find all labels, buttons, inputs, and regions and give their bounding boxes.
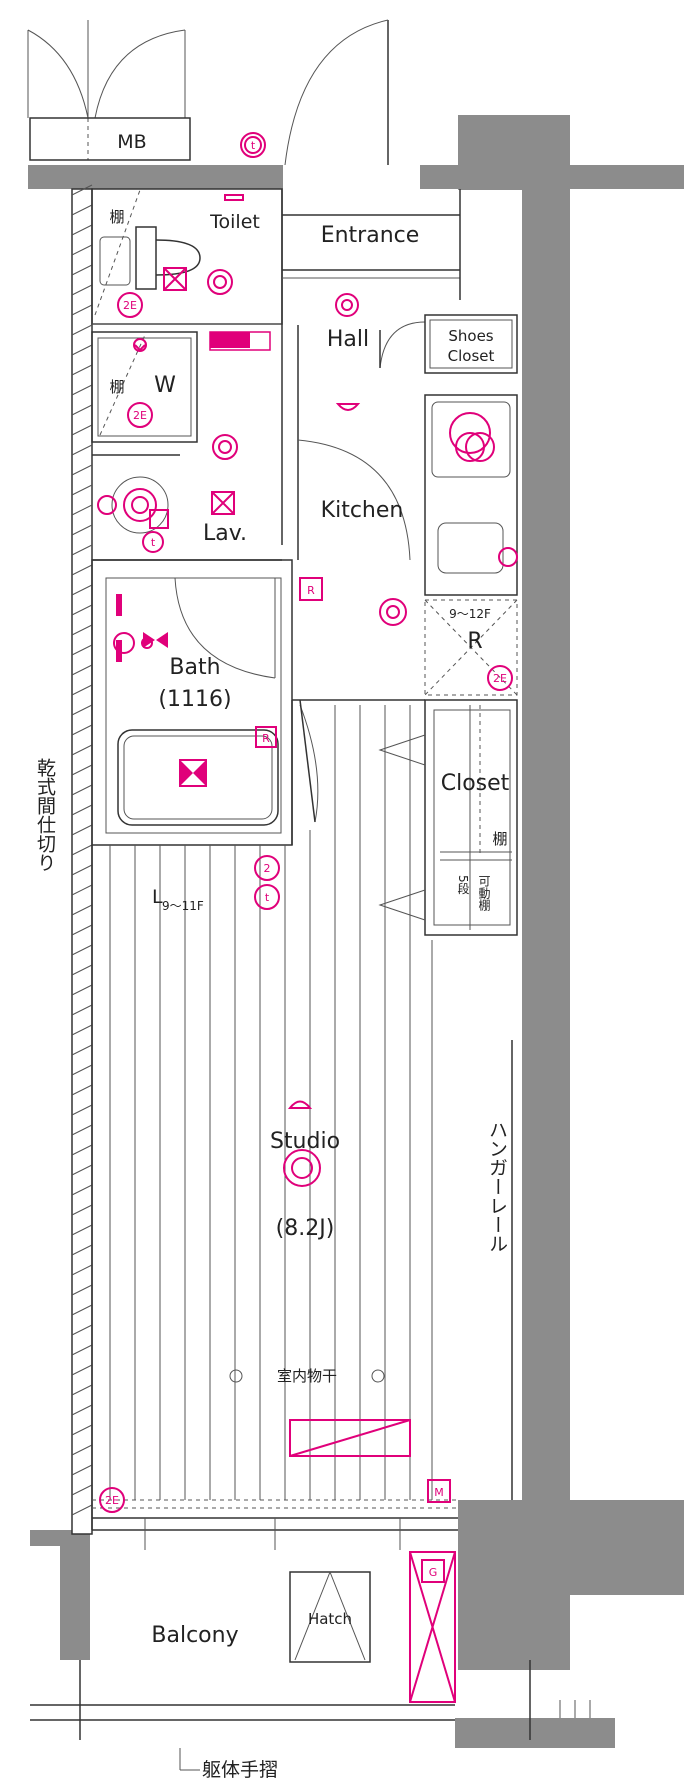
toilet-label: Toilet bbox=[209, 211, 260, 233]
window-2e-outlet: 2E bbox=[99, 1487, 125, 1513]
kitchen-r-outlet: R bbox=[299, 577, 323, 601]
fridge-label: R bbox=[467, 629, 482, 654]
svg-text:t: t bbox=[265, 891, 270, 904]
svg-text:乾式間仕切り: 乾式間仕切り bbox=[34, 758, 56, 872]
bath-label: Bath bbox=[169, 655, 220, 680]
shoes-closet-line2: Closet bbox=[448, 347, 495, 365]
svg-text:M: M bbox=[434, 1486, 444, 1499]
movable-shelf-label: 可動棚 bbox=[477, 875, 491, 912]
balcony-area bbox=[30, 1660, 591, 1771]
dry-partition-label: 乾式間仕切り bbox=[34, 758, 56, 872]
studio-floor bbox=[91, 699, 513, 1530]
entrance-door bbox=[284, 19, 389, 166]
mb-label: MB bbox=[117, 131, 146, 153]
svg-text:9～11F: 9～11F bbox=[162, 899, 204, 913]
closet-shelf-label: 棚 bbox=[492, 830, 507, 848]
fridge-level-label: 9～12F bbox=[449, 607, 491, 621]
closet-label: Closet bbox=[441, 771, 510, 796]
indoor-dryer-label: 室内物干 bbox=[277, 1367, 337, 1385]
toilet-2e-outlet: 2E bbox=[117, 292, 143, 318]
svg-text:2E: 2E bbox=[123, 299, 137, 312]
hall-label: Hall bbox=[327, 327, 369, 352]
telephone-outlet-top: t bbox=[240, 132, 266, 158]
svg-text:2E: 2E bbox=[133, 409, 147, 422]
balcony-label: Balcony bbox=[151, 1623, 238, 1648]
studio-t-outlet: t bbox=[254, 884, 280, 910]
washer-label: W bbox=[154, 373, 176, 398]
structural-walls bbox=[28, 115, 684, 1748]
svg-text:2: 2 bbox=[264, 862, 271, 875]
svg-text:G: G bbox=[429, 1566, 438, 1579]
lav-t-outlet: t bbox=[151, 536, 156, 549]
entrance-label: Entrance bbox=[321, 223, 420, 248]
mb-doors bbox=[27, 20, 186, 160]
studio-size-label: (8.2J) bbox=[276, 1216, 335, 1241]
kitchen-label: Kitchen bbox=[321, 498, 404, 523]
shoes-closet-line1: Shoes bbox=[448, 327, 493, 345]
shoes-closet bbox=[424, 314, 518, 374]
hanger-rail-label: ハンガーレール bbox=[486, 1120, 508, 1253]
washer-area bbox=[91, 331, 271, 460]
floor-level-label: L 9～11F bbox=[152, 886, 204, 913]
gas-meter: G bbox=[409, 1551, 456, 1703]
balcony-window bbox=[92, 1499, 458, 1550]
m-outlet: M bbox=[427, 1479, 451, 1503]
closet bbox=[378, 699, 518, 936]
lavatory-label: Lav. bbox=[203, 521, 247, 546]
bath-r-outlet: R bbox=[262, 732, 270, 745]
toilet-shelf-label: 棚 bbox=[109, 208, 124, 226]
svg-text:2E: 2E bbox=[493, 672, 507, 685]
kitchen-area bbox=[297, 325, 518, 626]
studio-2-outlet: 2 bbox=[254, 855, 280, 881]
hall-area bbox=[335, 293, 426, 411]
shelf-count-label: 5段 bbox=[456, 875, 470, 895]
svg-text:t: t bbox=[251, 139, 256, 152]
svg-text:R: R bbox=[307, 584, 315, 597]
washer-2e-outlet: 2E bbox=[127, 402, 153, 428]
handrail-label: 躯体手摺 bbox=[202, 1759, 278, 1780]
fridge-2e-outlet: 2E bbox=[487, 665, 513, 691]
svg-text:L: L bbox=[152, 886, 163, 908]
fridge-space bbox=[424, 599, 518, 696]
dry-partition-wall bbox=[71, 184, 93, 1535]
meter-box bbox=[29, 117, 191, 161]
svg-text:2E: 2E bbox=[105, 1494, 119, 1507]
hatch bbox=[289, 1571, 371, 1663]
hatch-label: Hatch bbox=[308, 1610, 352, 1628]
washer-shelf-label: 棚 bbox=[109, 378, 124, 396]
studio-label: Studio bbox=[270, 1129, 340, 1154]
bath-size-label: (1116) bbox=[158, 687, 231, 712]
entrance-area bbox=[281, 189, 461, 545]
lavatory-area bbox=[92, 454, 282, 561]
